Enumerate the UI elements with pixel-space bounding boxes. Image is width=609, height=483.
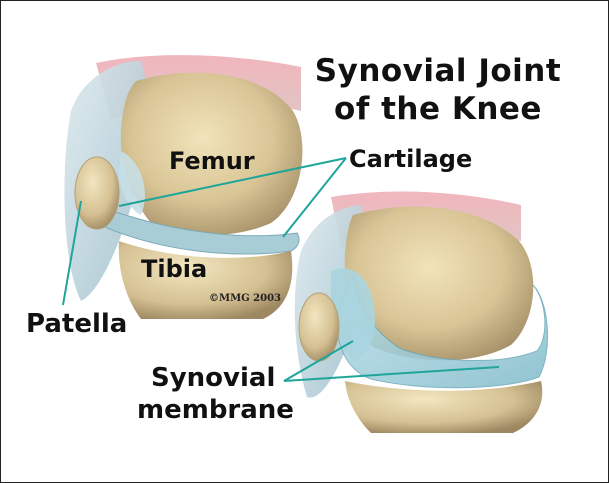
label-patella: Patella bbox=[26, 311, 127, 337]
label-cartilage: Cartilage bbox=[349, 147, 472, 171]
label-synovial-line-1: Synovial bbox=[151, 365, 275, 391]
patella-bone-lower bbox=[299, 293, 339, 361]
copyright-text: ©MMG 2003 bbox=[209, 293, 281, 304]
label-tibia: Tibia bbox=[141, 257, 207, 281]
knee-lower bbox=[295, 191, 548, 433]
title-line-2: of the Knee bbox=[283, 91, 593, 127]
patella-bone bbox=[75, 157, 119, 229]
title-line-1: Synovial Joint bbox=[283, 53, 593, 89]
label-synovial-line-2: membrane bbox=[137, 397, 294, 423]
tibia-bone-lower bbox=[345, 381, 542, 433]
label-femur: Femur bbox=[169, 149, 255, 173]
